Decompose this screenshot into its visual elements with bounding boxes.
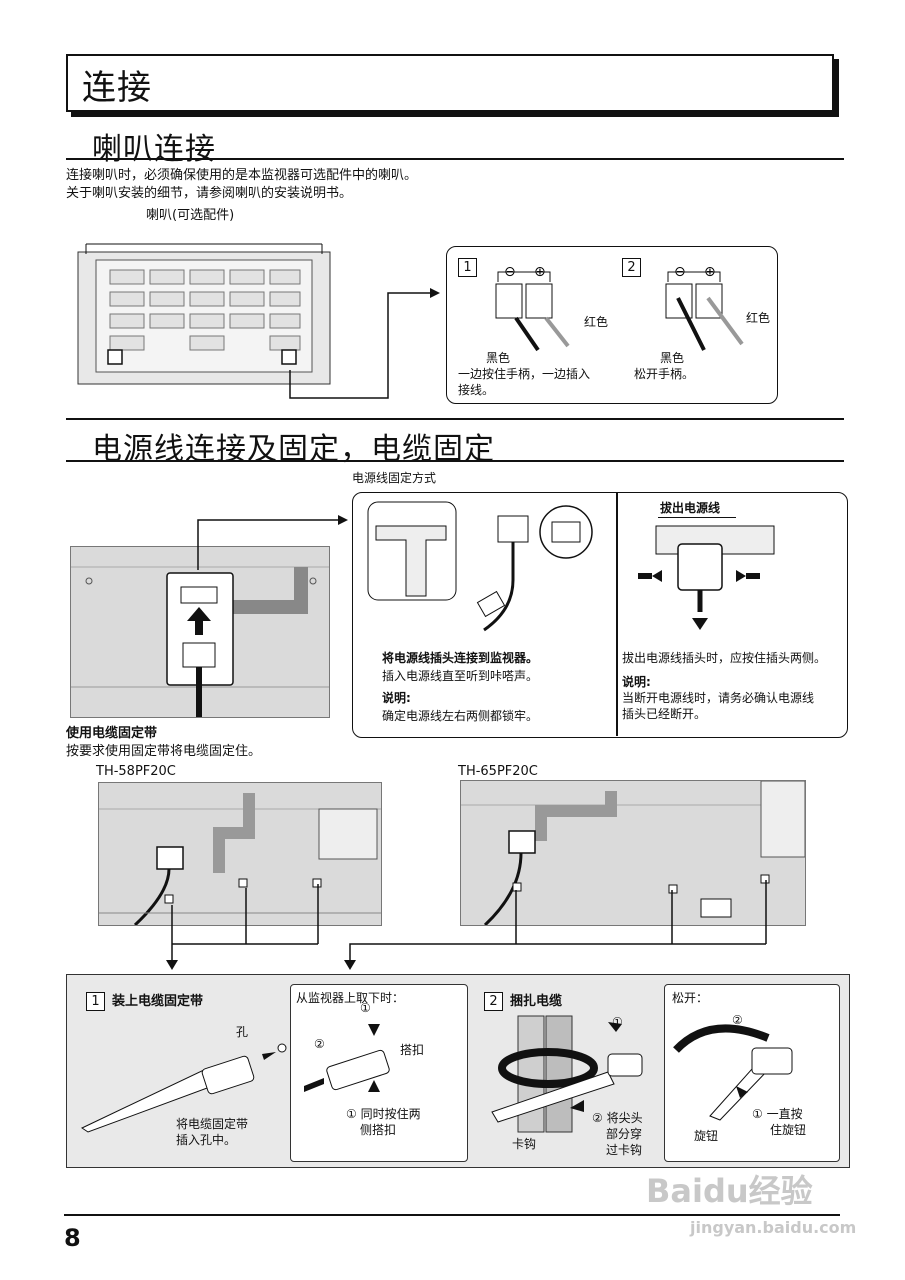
- step2-black-label: 黑色: [660, 351, 685, 365]
- bundle-illustration: [488, 1012, 658, 1133]
- speaker-option-label: 喇叭(可选配件): [146, 208, 235, 223]
- step1-red-label: 红色: [584, 315, 609, 329]
- note-label: 说明:: [382, 691, 411, 705]
- unplug-title-underline: [658, 517, 736, 518]
- release-illustration: [670, 1020, 830, 1121]
- hole-label: 孔: [236, 1025, 249, 1039]
- remove-title: 从监视器上取下时：: [296, 991, 405, 1005]
- tip-line2: 部分穿: [606, 1127, 643, 1141]
- band-step2-title: 捆扎电缆: [510, 994, 563, 1009]
- remove-hold-line2: 侧搭扣: [360, 1123, 397, 1137]
- speaker-section-title: 喇叭连接: [92, 132, 216, 167]
- unplug-note-line1: 当断开电源线时，请务必确认电源线: [622, 691, 815, 705]
- knob-label: 旋钮: [694, 1129, 719, 1143]
- remove-circ2: ②: [314, 1037, 325, 1051]
- unplug-title: 拔出电源线: [660, 501, 721, 515]
- speaker-intro-line2: 关于喇叭安装的细节，请参阅喇叭的安装说明书。: [66, 186, 353, 201]
- remove-hold-line1: ① 同时按住两: [346, 1107, 421, 1121]
- insert-line1: 将电缆固定带: [176, 1117, 249, 1131]
- watermark-url: jingyan.baidu.com: [690, 1218, 857, 1237]
- remove-illustration: [298, 1020, 418, 1110]
- power-cord-photo: [70, 546, 330, 718]
- release-hold-line2: 住旋钮: [770, 1123, 807, 1137]
- section-rule: [66, 418, 844, 420]
- speaker-connector-line: [289, 288, 440, 399]
- footer-rule: [64, 1214, 840, 1216]
- release-circ2: ②: [732, 1013, 743, 1027]
- hook-label: 卡钩: [512, 1137, 537, 1151]
- step2-desc: 松开手柄。: [634, 367, 695, 381]
- unplug-illustration: [632, 522, 832, 634]
- note-desc: 确定电源线左右两侧都锁牢。: [382, 709, 539, 723]
- step1-number: 1: [458, 258, 477, 277]
- connect-instruction: 将电源线插头连接到监视器。: [382, 651, 539, 665]
- unplug-note-line2: 插头已经断开。: [622, 707, 707, 721]
- step2-red-label: 红色: [746, 311, 771, 325]
- monitor-rear-illustration: [74, 240, 334, 388]
- clasp-label: 搭扣: [400, 1043, 425, 1057]
- unplug-desc: 拔出电源线插头时，应按住插头两侧。: [622, 651, 827, 665]
- band-step1-title: 装上电缆固定带: [112, 994, 204, 1009]
- terminal-illustration-1: ⊖⊕: [490, 262, 600, 352]
- page-title: 连接: [82, 68, 152, 108]
- release-hold-line1: ① 一直按: [752, 1107, 803, 1121]
- step2-number: 2: [622, 258, 641, 277]
- page-number: 8: [64, 1224, 81, 1252]
- model-b-photo: [460, 780, 806, 926]
- bundle-circ1: ①: [612, 1015, 623, 1029]
- band-connector-lines: [166, 880, 767, 970]
- cable-band-illustration: [78, 1040, 288, 1133]
- plug-illustration: [366, 500, 596, 640]
- section-rule: [66, 460, 844, 462]
- panel-divider: [616, 492, 618, 736]
- remove-circ1: ①: [360, 1001, 371, 1015]
- release-title: 松开：: [672, 991, 709, 1005]
- header-box: [66, 54, 834, 112]
- band-title: 使用电缆固定带: [66, 726, 158, 741]
- unplug-note-label: 说明:: [622, 675, 651, 689]
- band-desc: 按要求使用固定带将电缆固定住。: [66, 744, 262, 759]
- model-b-label: TH-65PF20C: [458, 764, 538, 779]
- tip-line3: 过卡钩: [606, 1143, 643, 1157]
- section-rule: [66, 158, 844, 160]
- power-connector-line: [197, 515, 348, 570]
- model-a-label: TH-58PF20C: [96, 764, 176, 779]
- insert-line2: 插入孔中。: [176, 1133, 237, 1147]
- connect-desc: 插入电源线直至听到咔嗒声。: [382, 669, 539, 683]
- band-step1-number: 1: [86, 992, 105, 1011]
- tip-line1: ② 将尖头: [592, 1111, 643, 1125]
- band-step2-number: 2: [484, 992, 503, 1011]
- speaker-intro-line1: 连接喇叭时，必须确保使用的是本监视器可选配件中的喇叭。: [66, 168, 418, 183]
- watermark-brand: Baidu经验: [646, 1172, 813, 1210]
- step1-desc-line2: 接线。: [458, 383, 495, 397]
- fix-method-label: 电源线固定方式: [352, 471, 437, 485]
- step1-desc-line1: 一边按住手柄，一边插入: [458, 367, 591, 381]
- terminal-illustration-2: ⊖⊕: [660, 262, 770, 352]
- step1-black-label: 黑色: [486, 351, 511, 365]
- model-a-photo: [98, 782, 382, 926]
